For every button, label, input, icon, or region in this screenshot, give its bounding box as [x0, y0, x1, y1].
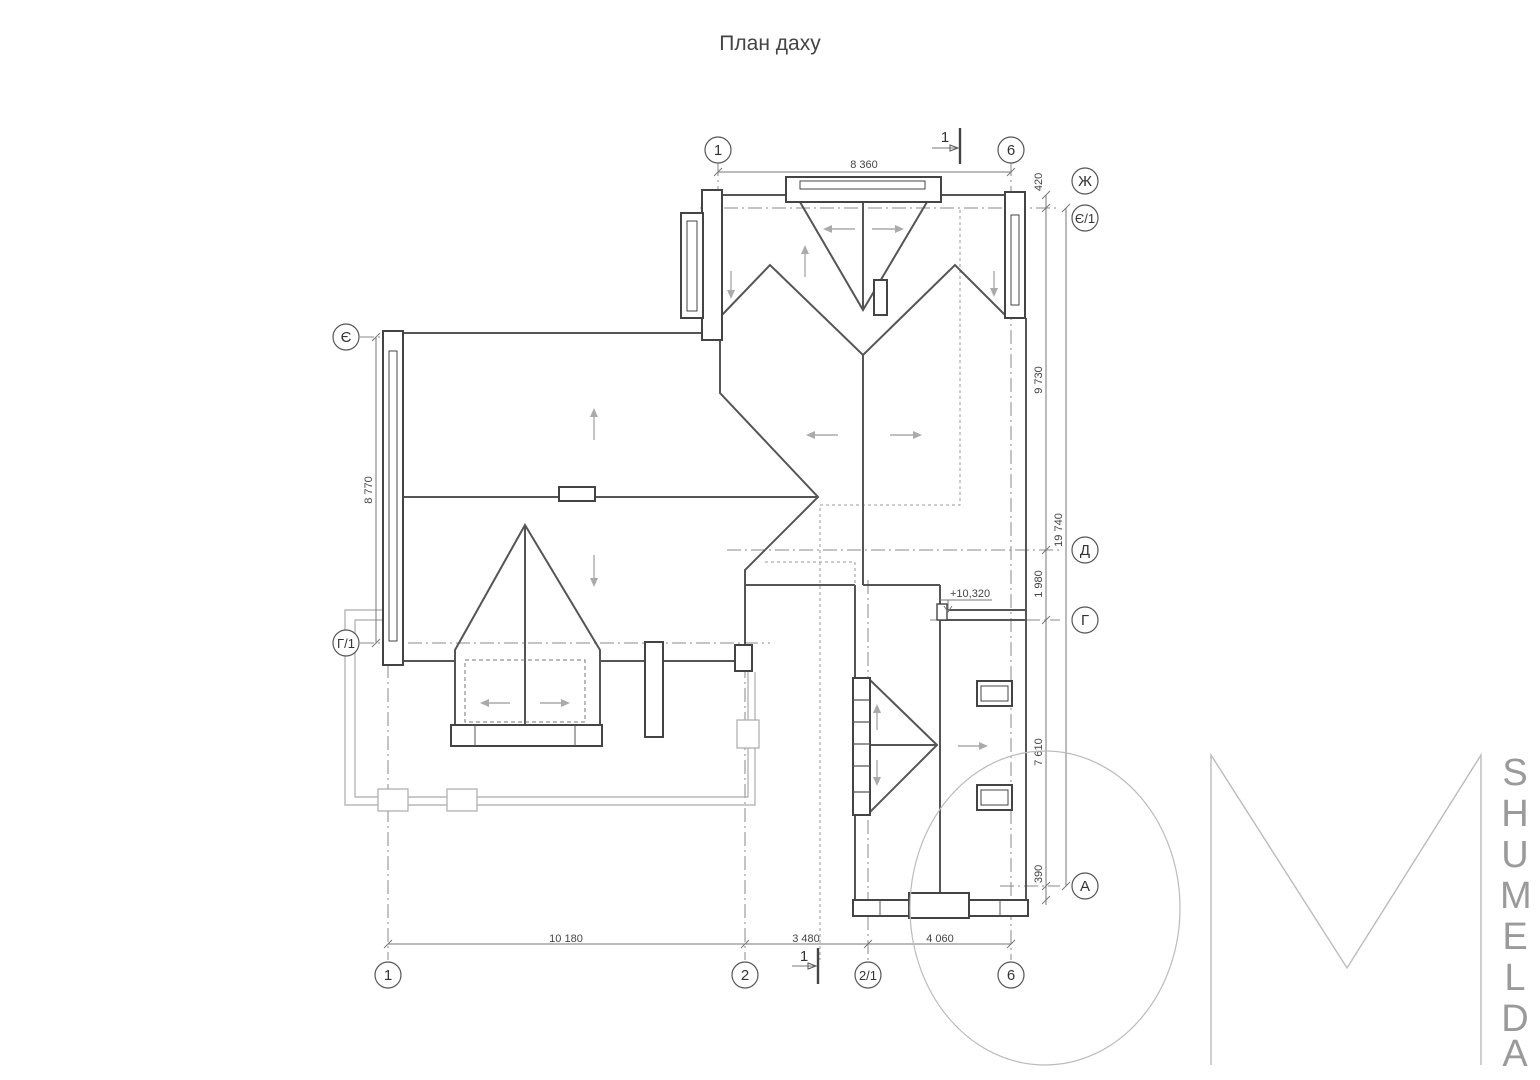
brand-letter-s: S	[1502, 752, 1528, 794]
axis-left-ye: Є	[341, 329, 352, 346]
dim-1980: 1 980	[1033, 570, 1045, 598]
axis-top-6: 6	[1007, 142, 1015, 159]
level-mark: +10,320	[940, 588, 992, 613]
axis-bottom-6: 6	[1007, 967, 1015, 984]
axis-right-g: Г	[1081, 612, 1089, 629]
axis-right-zh: Ж	[1078, 173, 1092, 190]
brand-letter-m: M	[1500, 875, 1532, 917]
brand-letter-l: L	[1504, 957, 1526, 999]
dim-7610: 7 610	[1033, 738, 1045, 766]
dim-19740: 19 740	[1053, 513, 1065, 547]
brand-letter-d: D	[1501, 998, 1529, 1040]
dimension-labels: 8 360 420 9 730 19 740 1 980 7 610 390 8…	[363, 159, 1065, 945]
hidden-lines	[765, 210, 961, 960]
slope-arrows	[480, 225, 998, 786]
logo-m-mark	[1210, 752, 1482, 1065]
brand-letter-a: A	[1502, 1033, 1528, 1075]
brand-letter-h: H	[1501, 793, 1529, 835]
dim-10180: 10 180	[549, 933, 583, 945]
section-mark-bottom: 1	[792, 948, 820, 984]
axis-right-a: А	[1080, 878, 1090, 895]
brand-letter-e: E	[1502, 916, 1528, 958]
section-mark-top: 1	[932, 128, 962, 164]
axis-bubbles: 1 6 1 2 2/1 6 Ж Є/1 Д Г А Є Г/1	[332, 136, 1099, 989]
brand-letter-u: U	[1501, 834, 1529, 876]
axis-top-1: 1	[714, 142, 722, 159]
dim-8770: 8 770	[363, 476, 375, 504]
level-mark-text: +10,320	[950, 588, 990, 600]
dim-top: 8 360	[850, 159, 878, 171]
terrace-outline	[344, 609, 760, 812]
dim-3480: 3 480	[792, 933, 820, 945]
axis-left-g1: Г/1	[337, 636, 355, 651]
section-mark-top-label: 1	[941, 129, 949, 146]
logo-circle	[909, 750, 1181, 1066]
walls	[382, 176, 1029, 919]
axis-right-ye1: Є/1	[1075, 211, 1095, 226]
axis-bottom-1: 1	[384, 967, 392, 984]
axis-bottom-2: 2	[741, 967, 749, 984]
dim-9730: 9 730	[1033, 366, 1045, 394]
dim-4060: 4 060	[926, 933, 954, 945]
dim-420: 420	[1033, 173, 1045, 191]
section-mark-bottom-label: 1	[800, 948, 808, 965]
axis-bottom-2-1: 2/1	[859, 968, 877, 983]
brand-logo	[909, 750, 1482, 1066]
roof-outline	[403, 180, 1027, 900]
drawing-title: План даху	[719, 32, 821, 55]
axis-right-d: Д	[1080, 542, 1090, 559]
dimension-lines	[371, 167, 1071, 949]
dim-390: 390	[1033, 865, 1045, 883]
